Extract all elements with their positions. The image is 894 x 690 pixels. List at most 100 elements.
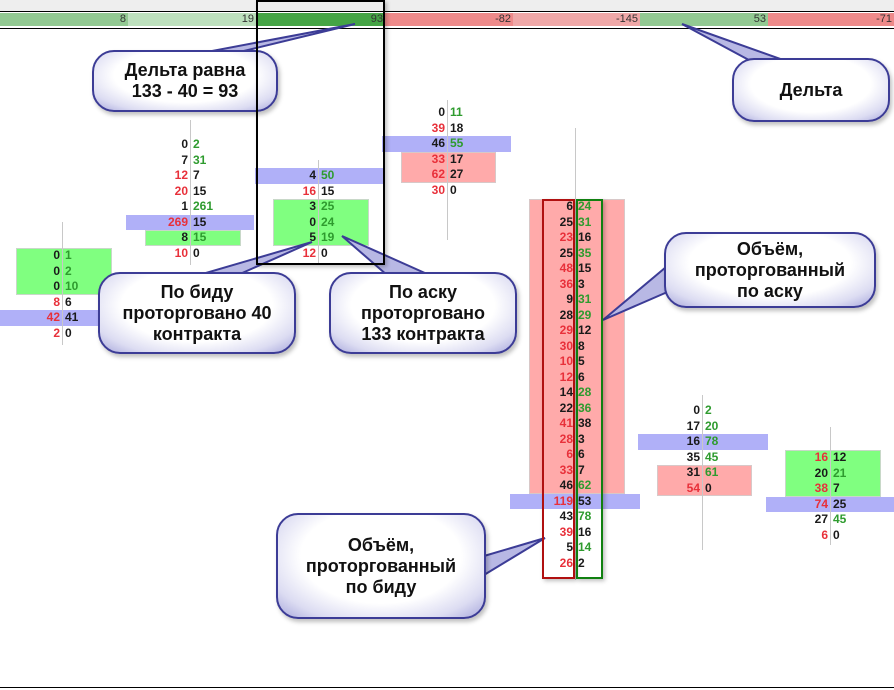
ask-volume: 31: [193, 152, 207, 167]
ask-volume: 12: [833, 450, 847, 464]
ask-volume: 24: [578, 199, 592, 213]
ask-volume: 15: [193, 183, 207, 198]
ask-volume: 7: [193, 168, 200, 182]
bid-volume: 16: [686, 434, 700, 448]
ask-volume: 55: [450, 136, 464, 150]
ask-volume: 53: [578, 493, 592, 508]
bid-volume: 33: [559, 462, 573, 477]
highlight-green: [273, 199, 369, 246]
ask-volume: 12: [578, 323, 592, 337]
bid-volume: 16: [302, 183, 316, 198]
bid-volume: 30: [431, 182, 445, 197]
ask-volume: 31: [578, 292, 592, 306]
price-axis-line: [702, 395, 703, 550]
ask-volume: 31: [578, 214, 592, 229]
price-axis-line: [830, 427, 831, 545]
ask-volume: 17: [450, 151, 464, 166]
bid-volume: 31: [686, 465, 700, 479]
bid-volume: 6: [566, 447, 573, 461]
ask-volume: 11: [450, 105, 463, 119]
ask-volume: 0: [65, 325, 72, 340]
bid-volume: 0: [53, 248, 60, 262]
ask-volume: 8: [578, 338, 585, 353]
bid-volume: 0: [438, 105, 445, 119]
callout-ask-traded-text: По аску проторговано 133 контракта: [361, 281, 485, 344]
bid-volume: 28: [559, 307, 573, 322]
bid-volume: 0: [693, 403, 700, 417]
bid-volume: 0: [309, 214, 316, 229]
ask-volume: 5: [578, 354, 585, 368]
bid-volume: 48: [559, 261, 573, 275]
callout-delta-equals-text: Дельта равна 133 - 40 = 93: [124, 60, 246, 101]
ask-volume: 36: [578, 400, 592, 415]
pointer-volume-at-ask: [602, 259, 673, 321]
bid-volume: 25: [559, 245, 573, 260]
ask-volume: 24: [321, 214, 335, 229]
bid-volume: 0: [181, 137, 188, 151]
bid-volume: 4: [309, 168, 316, 182]
highlight-blue: [638, 434, 768, 450]
ask-volume: 35: [578, 245, 592, 260]
bid-volume: 6: [821, 527, 828, 542]
ask-volume: 25: [321, 199, 335, 213]
bid-volume: 8: [53, 294, 60, 309]
bid-volume: 1: [181, 199, 188, 213]
delta-cell: -71: [768, 13, 894, 26]
callout-delta-equals: Дельта равна 133 - 40 = 93: [92, 50, 278, 112]
bid-volume: 0: [53, 263, 60, 278]
callout-delta: Дельта: [732, 58, 890, 122]
bid-volume: 74: [814, 496, 828, 511]
ask-volume: 3: [578, 431, 585, 446]
ask-volume: 6: [578, 369, 585, 384]
bid-volume: 10: [174, 245, 188, 260]
ask-volume: 0: [193, 245, 200, 260]
price-axis-line: [62, 222, 63, 345]
delta-cell: -82: [385, 13, 513, 26]
highlight-red: [657, 465, 752, 496]
bid-volume: 22: [559, 400, 573, 415]
ask-volume: 45: [705, 449, 719, 464]
bid-volume: 27: [814, 512, 828, 526]
ask-volume: 10: [65, 279, 79, 293]
ask-volume: 261: [193, 199, 214, 213]
ask-volume: 15: [193, 214, 207, 229]
bid-volume: 10: [559, 354, 573, 368]
callout-volume-at-ask-text: Объём, проторгованный по аску: [694, 238, 846, 301]
bid-volume: 46: [559, 478, 573, 492]
bid-volume: 42: [46, 310, 60, 324]
ask-volume: 28: [578, 385, 592, 399]
bid-volume: 2: [53, 325, 60, 340]
ask-volume: 19: [321, 230, 335, 244]
bid-volume-frame: [542, 199, 575, 579]
ask-volume: 45: [833, 512, 847, 526]
price-axis-line: [318, 160, 319, 265]
callout-bid-traded-text: По биду проторговано 40 контракта: [122, 281, 272, 344]
ask-volume: 2: [193, 137, 200, 151]
bid-volume: 12: [174, 168, 188, 182]
ask-volume: 7: [833, 481, 840, 495]
ask-volume: 14: [578, 540, 592, 554]
delta-cell: 53: [640, 13, 768, 26]
bid-volume: 33: [431, 151, 445, 166]
ask-volume: 6: [65, 294, 72, 309]
ask-volume: 6: [578, 447, 585, 461]
price-axis-line: [447, 100, 448, 240]
bid-volume: 12: [559, 369, 573, 384]
bid-volume: 12: [302, 245, 316, 260]
bid-volume: 269: [167, 214, 188, 229]
callout-ask-traded: По аску проторговано 133 контракта: [329, 272, 517, 354]
highlight-green: [16, 248, 112, 295]
bid-volume: 20: [174, 183, 188, 198]
ask-volume: 2: [578, 555, 585, 570]
ask-volume: 38: [578, 416, 592, 430]
bid-volume: 41: [559, 416, 573, 430]
bid-volume: 39: [431, 120, 445, 135]
highlight-green: [785, 450, 881, 497]
ask-volume: 15: [578, 261, 592, 275]
bid-volume: 5: [566, 540, 573, 554]
ask-volume: 20: [705, 418, 719, 433]
callout-delta-text: Дельта: [779, 79, 843, 100]
callout-volume-at-bid: Объём, проторгованный по биду: [276, 513, 486, 619]
bid-volume: 26: [559, 555, 573, 570]
